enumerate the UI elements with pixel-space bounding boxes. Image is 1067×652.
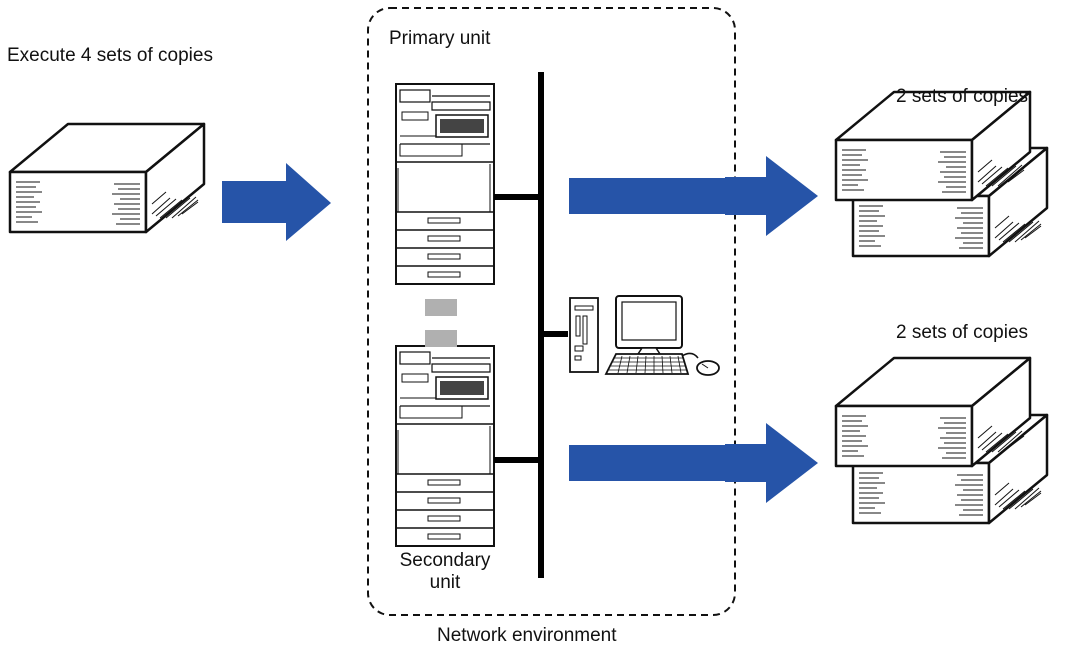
output-arrow-bottom-icon [569, 423, 818, 503]
secondary-unit-label-line1: Secondary [399, 550, 491, 571]
primary-unit-label: Primary unit [389, 28, 491, 49]
secondary-unit-printer-icon [395, 345, 495, 547]
source-label: Execute 4 sets of copies [7, 45, 213, 66]
secondary-unit-label-line2: unit [429, 572, 461, 593]
source-paper-stack-icon [8, 122, 206, 234]
unit-link-connector [425, 299, 457, 347]
primary-unit-printer-icon [395, 83, 495, 285]
secondary-unit-label: Secondary unit [386, 550, 504, 594]
network-environment-label: Network environment [437, 625, 617, 646]
output-top-label: 2 sets of copies [896, 86, 1029, 107]
output-top-paper-stack-icon [834, 90, 1049, 258]
output-bottom-label: 2 sets of copies [896, 322, 1029, 343]
input-arrow-icon [222, 163, 331, 241]
network-environment-boundary [367, 7, 736, 616]
output-bottom-paper-stack-icon [834, 356, 1049, 525]
desktop-computer-icon [569, 295, 720, 376]
output-arrow-top-icon [569, 156, 818, 236]
network-backbone-line [494, 72, 568, 578]
